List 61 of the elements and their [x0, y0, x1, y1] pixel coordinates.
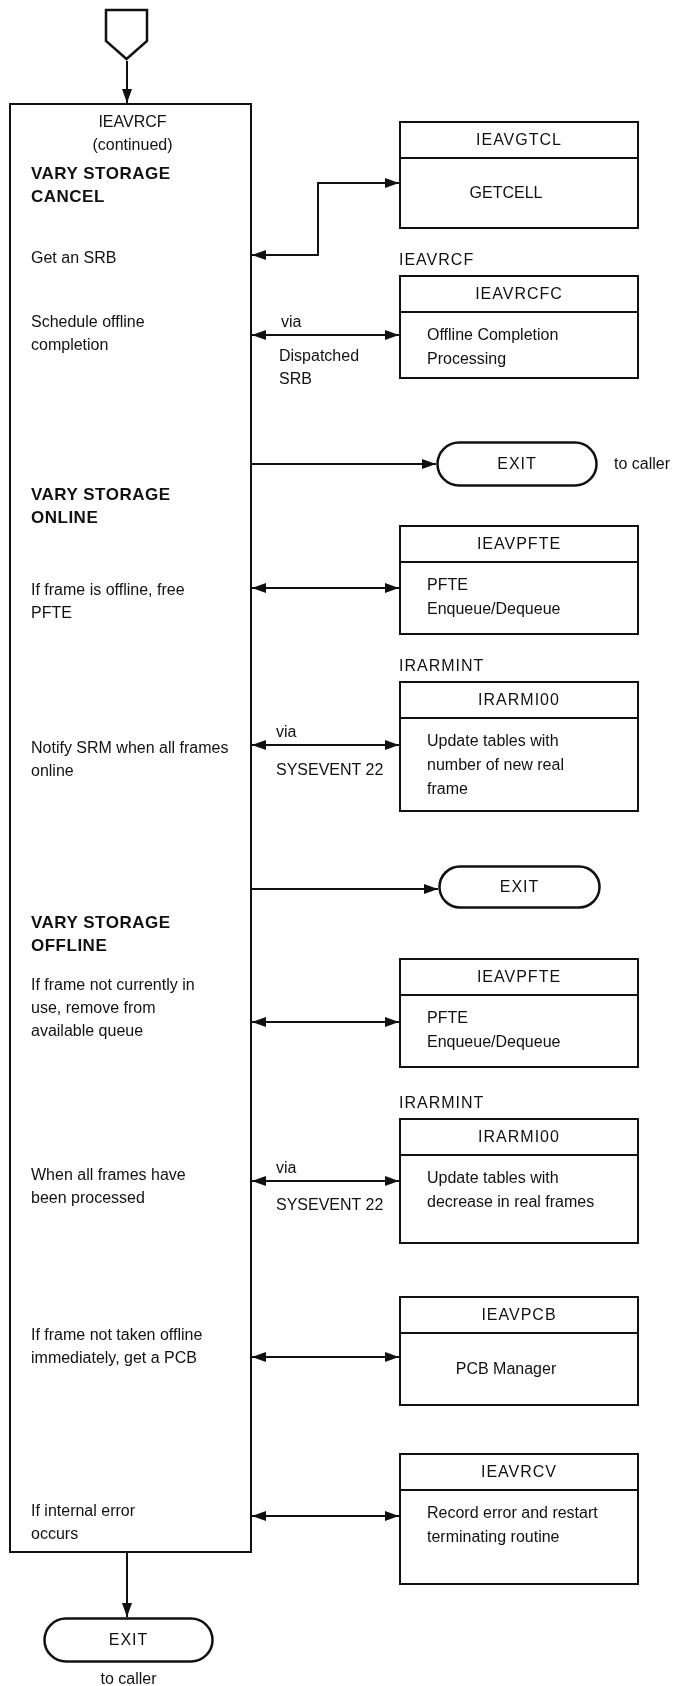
function-text: Offline Completion Processing: [427, 325, 560, 369]
function-text: Record error and restart terminating routine: [427, 1503, 599, 1547]
terminal-text: EXIT: [496, 454, 538, 474]
process-box: [9, 103, 252, 1553]
arrow: [251, 1352, 400, 1362]
arrow: [251, 1511, 400, 1521]
module-name: IEAVPCB: [401, 1298, 637, 1334]
function-text: PFTE Enqueue/Dequeue: [427, 1008, 562, 1052]
function-text: PFTE Enqueue/Dequeue: [427, 575, 562, 619]
module-box: [399, 1118, 639, 1244]
arrow: [251, 330, 400, 340]
module-name: IEAVRCF: [399, 250, 475, 270]
section-heading: VARY STORAGE ONLINE: [31, 484, 172, 529]
call-note: SYSEVENT 22: [276, 1195, 385, 1215]
step-text: Schedule offline completion: [31, 312, 146, 355]
module-box: [399, 275, 639, 379]
module-name: IEAVRCFC: [401, 277, 637, 313]
arrow: [251, 178, 400, 260]
step-text: Get an SRB: [31, 248, 118, 268]
arrow: [251, 740, 400, 750]
section-heading: VARY STORAGE OFFLINE: [31, 912, 172, 957]
function-text: PCB Manager: [454, 1359, 558, 1379]
exit-note: to caller: [614, 454, 671, 474]
arrow: [122, 60, 132, 104]
function-text: Update tables with number of new real frame: [427, 731, 565, 799]
function-text: Update tables with decrease in real frames: [427, 1168, 596, 1212]
module-box: [399, 1453, 639, 1585]
module-name: IRARMI00: [401, 683, 637, 719]
module-name: IEAVRCV: [401, 1455, 637, 1491]
function-text: GETCELL: [468, 183, 544, 203]
module-name: IEAVGTCL: [401, 123, 637, 159]
module-name: IRARMI00: [401, 1120, 637, 1156]
module-name: IRARMINT: [399, 656, 485, 676]
call-note: Dispatched SRB: [279, 346, 361, 389]
arrow: [251, 1176, 400, 1186]
exit-note: to caller: [99, 1669, 158, 1686]
step-text: Notify SRM when all frames online: [31, 738, 230, 781]
step-text: If frame is offline, free PFTE: [31, 580, 186, 623]
arrow: [251, 884, 439, 894]
module-name: IEAVPFTE: [401, 960, 637, 996]
step-text: When all frames have been processed: [31, 1165, 187, 1208]
step-text: If frame not taken offline immediately, get a PCB: [31, 1325, 204, 1368]
arrow: [251, 459, 437, 469]
terminal-text: EXIT: [498, 877, 541, 897]
call-note: SYSEVENT 22: [276, 760, 385, 780]
terminal-text: EXIT: [107, 1630, 150, 1650]
step-text: If frame not currently in use, remove from available queue: [31, 975, 196, 1041]
arrow: [251, 1017, 400, 1027]
module-box: [399, 121, 639, 229]
section-heading: VARY STORAGE CANCEL: [31, 163, 172, 208]
arrow: [122, 1552, 132, 1618]
step-text: If internal error occurs: [31, 1501, 137, 1544]
arrow: [251, 583, 400, 593]
module-name: IEAVPFTE: [401, 527, 637, 563]
module-box: [399, 958, 639, 1068]
off-page-connector: [104, 8, 149, 61]
module-name: IEAVRCF (continued): [91, 112, 174, 155]
module-box: [399, 1296, 639, 1406]
module-box: [399, 681, 639, 812]
module-name: IRARMINT: [399, 1093, 485, 1113]
module-box: [399, 525, 639, 635]
